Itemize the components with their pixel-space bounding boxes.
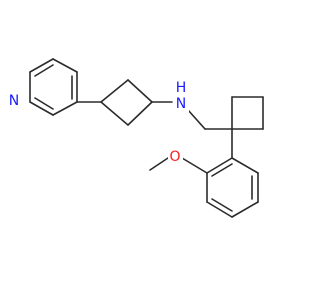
methoxy-o-label: O xyxy=(169,149,180,165)
double-bond-inner xyxy=(34,64,54,77)
cyclobutane-ring xyxy=(100,79,153,126)
atom-amine-nh: H N xyxy=(173,80,189,112)
bond xyxy=(52,58,78,73)
bond xyxy=(181,157,208,174)
amine-n-label: N xyxy=(176,96,186,112)
bond xyxy=(149,157,169,171)
bond xyxy=(127,79,153,103)
double-bond-inner xyxy=(211,163,233,177)
bond xyxy=(100,79,129,103)
phenyl-ring xyxy=(206,157,259,218)
bond xyxy=(29,101,54,116)
bond xyxy=(29,58,54,73)
bond xyxy=(187,109,206,130)
bond xyxy=(231,201,259,218)
bond xyxy=(52,101,78,116)
pyridine-n-label: N xyxy=(9,93,19,109)
pyridine-ring xyxy=(29,58,78,116)
cyclobutane-ring-2 xyxy=(231,96,264,130)
atom-pyridine-n: N xyxy=(7,93,21,109)
bond xyxy=(206,201,233,218)
bond xyxy=(100,101,129,126)
double-bond-inner xyxy=(211,198,233,212)
amine-h-label: H xyxy=(176,80,187,96)
double-bond-inner xyxy=(34,97,54,110)
bond xyxy=(206,157,233,174)
bond xyxy=(127,101,153,126)
molecule-structure: N H N O xyxy=(7,58,264,218)
bond xyxy=(231,157,259,174)
atom-methoxy-o: O xyxy=(168,149,183,166)
